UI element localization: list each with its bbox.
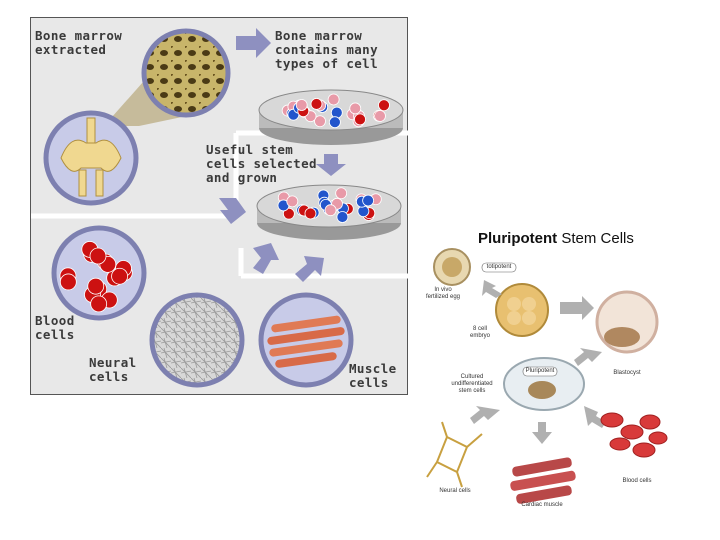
- flow-arrows: [470, 280, 606, 444]
- arrow-to-muscle: [295, 256, 324, 282]
- label-eight-cell: 8 cell embryo: [469, 326, 490, 339]
- pelvis-bone-icon: [60, 117, 122, 197]
- cell-dot: [327, 93, 340, 106]
- cell-dot: [354, 113, 366, 126]
- cell-dot: [304, 207, 317, 220]
- cell-dot: [59, 273, 77, 291]
- label-blood-cells: Blood cells: [35, 313, 75, 342]
- label-useful-stem-cells: Useful stem cells selected and grown: [206, 142, 317, 185]
- cell-dot: [282, 207, 295, 220]
- pluripotent-art: [426, 248, 668, 504]
- cell-dot: [328, 116, 341, 129]
- cell-dot: [378, 99, 390, 112]
- label-blastocyst: Blastocyst: [613, 370, 641, 376]
- blood-cells-circle: [51, 225, 147, 321]
- pluripotent-badge: [522, 366, 558, 377]
- neural-cell-icon: [426, 421, 483, 488]
- cell-dot: [324, 204, 337, 217]
- cell-dot: [336, 211, 349, 223]
- label-neural-cells-right: Neural cells: [439, 488, 471, 494]
- label-pluripotent: Pluripotent: [525, 368, 555, 374]
- label-bone-marrow-types: Bone marrow contains many types of cell: [275, 28, 379, 71]
- neural-cells-circle: [149, 292, 245, 388]
- cell-dot: [349, 102, 362, 115]
- label-in-vivo-egg: In vivo fertilized egg: [425, 287, 461, 300]
- cell-dot: [310, 98, 323, 110]
- arrow-to-blood: [219, 198, 246, 224]
- label-neural-cells: Neural cells: [89, 355, 137, 384]
- label-cultured: Cultured undifferentiated stem cells: [451, 374, 493, 394]
- embryo-icon: [495, 283, 549, 337]
- cell-dot: [90, 295, 108, 313]
- cell-dot: [335, 187, 348, 200]
- label-muscle-cells: Muscle cells: [349, 361, 397, 390]
- bone-marrow-diagram: Bone marrow extracted Bone marrow contai…: [30, 17, 409, 395]
- totipotent-badge: [481, 262, 517, 273]
- title-rest: Stem Cells: [557, 230, 634, 247]
- cell-dot: [362, 194, 375, 207]
- arrow-right: [236, 28, 271, 58]
- cell-dot: [111, 267, 128, 285]
- pluripotent-title: Pluripotent Stem Cells: [478, 230, 634, 247]
- cell-dot: [330, 106, 343, 119]
- label-cardiac-muscle: Cardiac muscle: [521, 502, 563, 508]
- cell-dot: [87, 277, 105, 295]
- marrow-magnified-circle: [141, 28, 231, 118]
- culture-dish-stem: [256, 184, 402, 240]
- culture-dish-mixed: [258, 89, 404, 145]
- cell-dot: [89, 247, 107, 265]
- label-bone-marrow-extracted: Bone marrow extracted: [35, 28, 123, 57]
- muscle-fibers-icon: [267, 315, 345, 368]
- arrow-to-neural: [253, 243, 279, 274]
- cell-dot: [374, 110, 386, 122]
- cell-dot: [314, 115, 326, 128]
- cell-dot: [286, 195, 299, 208]
- label-blood-cells-right: Blood cells: [622, 478, 652, 484]
- title-bold: Pluripotent: [478, 230, 558, 247]
- blood-cell-icons: [600, 412, 668, 458]
- label-totipotent: totipotent: [486, 264, 512, 270]
- bone-marrow-diagram-art: [31, 28, 409, 388]
- cell-dot: [295, 99, 308, 111]
- arrow-down: [316, 154, 346, 176]
- cardiac-muscle-icon: [510, 457, 576, 504]
- pluripotent-diagram: Pluripotent Stem Cells: [412, 222, 684, 522]
